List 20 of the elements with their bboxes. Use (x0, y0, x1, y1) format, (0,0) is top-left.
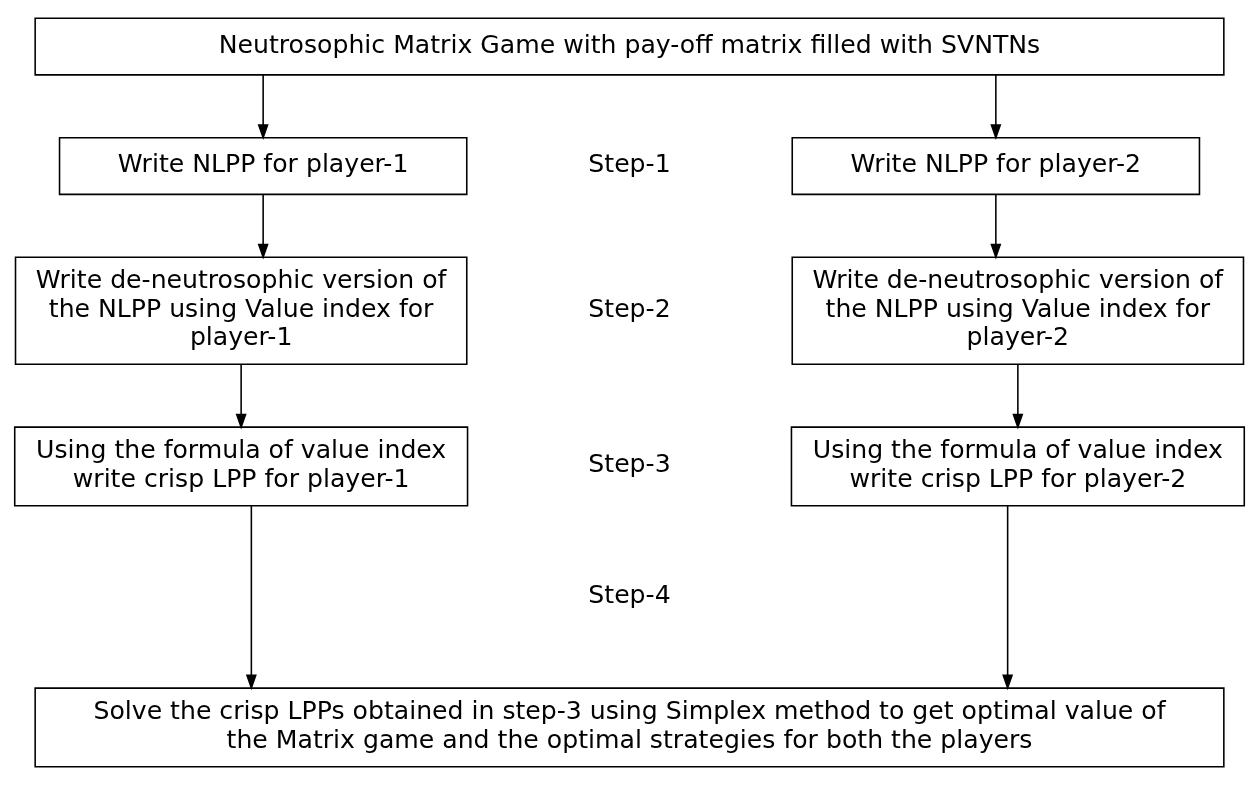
node-box: Write NLPP for player-2 (791, 137, 1201, 196)
arrow (1002, 505, 1014, 691)
node-box: Write de-neutrosophic version of the NLPP using Value index for player-2 (791, 256, 1245, 365)
node-box: Write de-neutrosophic version of the NLPP using Value index for player-1 (14, 256, 468, 365)
node-box: Write NLPP for player-1 (58, 137, 468, 196)
label: Step-1 (588, 149, 671, 179)
node-box: Using the formula of value index write crisp LPP for player-1 (13, 426, 469, 507)
label: Step-2 (588, 293, 671, 323)
node-box: Solve the crisp LPPs obtained in step-3 using Simplex method to get optimal value of the Matrix game and the optimal strategies for both the players (34, 687, 1225, 768)
node-box: Using the formula of value index write crisp LPP for player-2 (790, 426, 1246, 507)
arrow (990, 193, 1002, 260)
arrow (245, 505, 257, 691)
arrow (257, 74, 269, 140)
label: Step-4 (588, 579, 671, 609)
arrow (235, 363, 247, 430)
arrow (990, 74, 1002, 140)
arrow (257, 193, 269, 260)
arrow (1012, 363, 1024, 430)
label: Step-3 (588, 449, 671, 479)
node-box: Neutrosophic Matrix Game with pay-off matrix filled with SVNTNs (34, 17, 1225, 76)
